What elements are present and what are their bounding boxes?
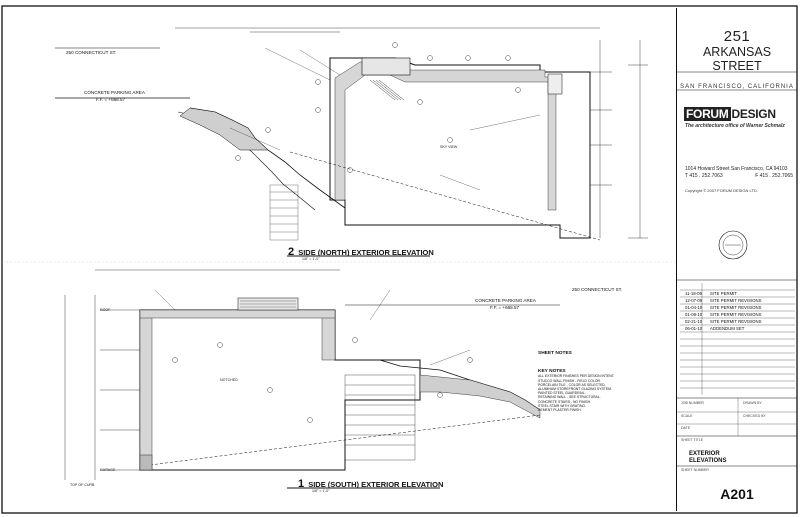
project-city: SAN FRANCISCO, CALIFORNIA bbox=[680, 84, 794, 90]
north-elevation-drawing bbox=[55, 27, 648, 241]
garage-label: GARAGE bbox=[100, 468, 116, 472]
firm-phone: T 415 . 252.7063 bbox=[685, 173, 723, 179]
firm-logo: FORUM DESIGN bbox=[684, 107, 777, 121]
sky-view-label: SKY VIEW bbox=[440, 145, 458, 149]
note-item: RETAINING WALL - SEE STRUCTURAL. bbox=[538, 395, 601, 400]
note-item: CONCRETE STAIRS - NO FINISH. bbox=[538, 399, 592, 404]
note-item: STUCCO WALL FINISH - FIELD COLOR. bbox=[538, 378, 601, 383]
drawn-by-label: DRAWN BY bbox=[743, 401, 762, 405]
south-elevation-number: 1 bbox=[298, 478, 305, 490]
notched-label: NOTCHED bbox=[220, 378, 238, 382]
logo-right: DESIGN bbox=[731, 107, 777, 121]
note-item: PAINTED STEEL GUARDRAIL. bbox=[538, 391, 586, 396]
job-number-label: JOB NUMBER bbox=[681, 401, 704, 405]
revision-date: 06-01-10 bbox=[685, 326, 703, 331]
revision-text: SITE PERMIT REVISIONS bbox=[710, 319, 762, 324]
sheet-border bbox=[1, 5, 798, 514]
sheet-title-line1: EXTERIOR bbox=[689, 451, 720, 457]
south-elevation-title: 1 SIDE (SOUTH) EXTERIOR ELEVATION bbox=[298, 478, 443, 490]
revision-date: 02-21-10 bbox=[685, 319, 703, 324]
project-street: ARKANSAS STREET bbox=[702, 45, 772, 73]
revision-text: SITE PERMIT REVISIONS bbox=[710, 312, 762, 317]
parking-elev-north: F.F. = +668.57 bbox=[96, 97, 126, 102]
south-elevation-scale: 1/8" = 1'-0" bbox=[312, 489, 330, 493]
north-elevation-scale: 1/8" = 1'-0" bbox=[302, 257, 320, 261]
note-item: ALL EXTERIOR FINISHES PER DESIGN INTENT. bbox=[538, 374, 615, 379]
revision-date: 01-04-10 bbox=[685, 305, 703, 310]
connecticut-label-south: 250 CONNECTICUT ST. bbox=[572, 287, 623, 292]
sheet-title-label: SHEET TITLE bbox=[681, 438, 704, 442]
revision-date: 01-08-10 bbox=[685, 312, 703, 317]
sheet-notes-heading: SHEET NOTES bbox=[538, 351, 572, 356]
checked-by-label: CHECKED BY bbox=[743, 414, 766, 418]
sheet-title: EXTERIOR ELEVATIONS bbox=[689, 451, 726, 465]
revision-text: SITE PERMIT REVISIONS bbox=[710, 298, 762, 303]
sheet-number-label: SHEET NUMBER bbox=[681, 468, 709, 472]
firm-tagline: The architecture office of Warner Schmal… bbox=[685, 123, 785, 129]
date-label: DATE bbox=[681, 426, 691, 430]
north-elevation-label: SIDE (NORTH) EXTERIOR ELEVATION bbox=[298, 248, 434, 257]
firm-phone-row: T 415 . 252.7063 F 415 . 252.7065 bbox=[685, 173, 793, 179]
south-elevation-label: SIDE (SOUTH) EXTERIOR ELEVATION bbox=[308, 480, 444, 489]
project-number: 251 bbox=[723, 28, 751, 45]
title-block: 251 ARKANSAS STREET SAN FRANCISCO, CALIF… bbox=[676, 8, 796, 511]
connecticut-label-north: 250 CONNECTICUT ST. bbox=[66, 50, 117, 55]
key-notes-heading: KEY NOTES bbox=[538, 369, 566, 375]
note-item: ALUMINUM STOREFRONT GLAZING SYSTEM. bbox=[538, 387, 612, 392]
note-item: CEMENT PLASTER FINISH. bbox=[538, 408, 582, 413]
architect-seal bbox=[718, 230, 748, 260]
sheet-title-line2: ELEVATIONS bbox=[689, 458, 727, 464]
title-block-lines bbox=[676, 71, 797, 467]
firm-address: 1014 Howard Street San Francisco, CA 941… bbox=[685, 166, 788, 172]
parking-label-north: CONCRETE PARKING AREA bbox=[84, 90, 145, 95]
revision-text: ADDENDUM SET bbox=[710, 326, 745, 331]
scale-label: SCALE bbox=[681, 414, 693, 418]
note-item: PORCELAIN TILE - COLOR AS SELECTED. bbox=[538, 382, 606, 387]
parking-label-south: CONCRETE PARKING AREA bbox=[475, 298, 536, 303]
south-elevation-drawing bbox=[64, 269, 560, 480]
revision-date: 11-18-09 bbox=[685, 291, 702, 296]
firm-copyright: Copyright © 2007 FORUM DESIGN LTD. bbox=[685, 188, 758, 193]
top-of-curb-label: TOP OF CURB bbox=[70, 483, 95, 487]
north-elevation-number: 2 bbox=[288, 246, 295, 258]
firm-fax: F 415 . 252.7065 bbox=[755, 173, 793, 179]
roof-label: ROOF bbox=[100, 308, 111, 312]
north-elevation-title: 2 SIDE (NORTH) EXTERIOR ELEVATION bbox=[288, 246, 434, 258]
revision-text: SITE PERMIT REVISIONS bbox=[710, 305, 762, 310]
note-item: STEEL STAIR WITH GRATING. bbox=[538, 403, 586, 408]
sheet-notes: SHEET NOTES KEY NOTES ALL EXTERIOR FINIS… bbox=[538, 351, 674, 413]
sheet-number: A201 bbox=[720, 486, 754, 502]
revision-text: SITE PERMIT bbox=[710, 291, 737, 296]
revision-date: 12-07-09 bbox=[685, 298, 703, 303]
parking-elev-south: F.F. = +668.57 bbox=[490, 305, 520, 310]
logo-left: FORUM bbox=[684, 107, 731, 121]
